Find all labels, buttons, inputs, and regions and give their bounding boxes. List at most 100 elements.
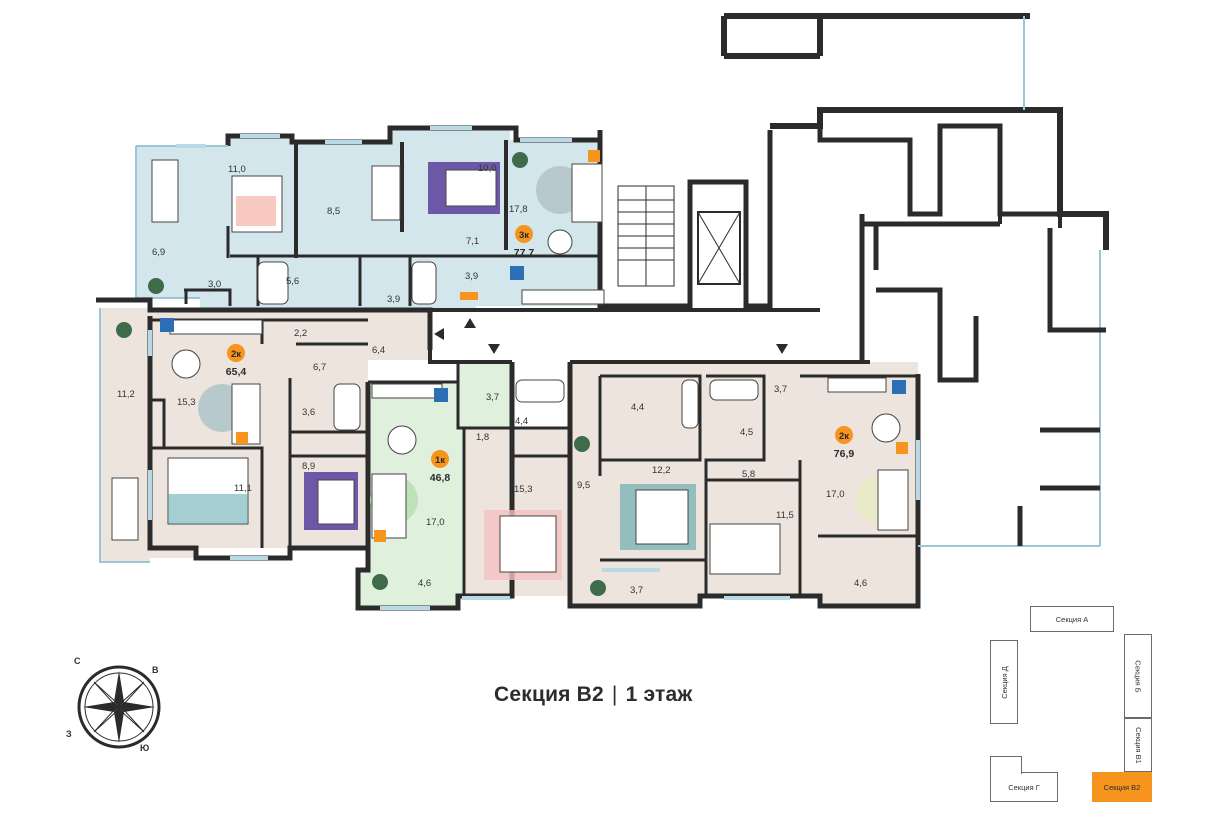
key-section-g-upper	[990, 756, 1022, 774]
room-area: 12,2	[652, 465, 671, 476]
bathtub-icon	[411, 261, 437, 305]
room-area: 3,7	[630, 585, 643, 596]
svg-text:2к: 2к	[839, 431, 849, 442]
room-area: 17,8	[509, 204, 528, 215]
room-area: 3,0	[208, 279, 221, 290]
bathtub-icon	[257, 261, 289, 305]
arrow-left-icon	[434, 328, 444, 340]
room-area: 4,4	[515, 416, 528, 427]
kitchen-icon	[371, 383, 443, 399]
room-area: 3,9	[387, 294, 400, 305]
plant-icon	[574, 436, 590, 452]
svg-text:76,9: 76,9	[834, 448, 855, 460]
room-area: 17,0	[826, 489, 845, 500]
section-name: Секция В2	[494, 683, 604, 706]
compass-west: З	[66, 729, 72, 739]
room-area: 3,7	[486, 392, 499, 403]
room-area: 11,1	[234, 483, 252, 494]
room-area: 8,9	[302, 461, 315, 472]
kitchen-icon	[827, 377, 887, 393]
floor-title: Секция В2 | 1 этаж	[494, 683, 692, 707]
apt-badge-1k[interactable]: 1к 46,8	[430, 450, 451, 484]
plant-icon	[590, 580, 606, 596]
lounger-icon	[151, 159, 179, 223]
furniture	[111, 150, 909, 596]
bathtub-icon	[333, 383, 361, 431]
sofa-icon	[877, 469, 909, 531]
key-section-b[interactable]: Секция Б	[1124, 634, 1152, 718]
room-area: 11,0	[228, 164, 246, 175]
bathtub-icon	[681, 379, 699, 429]
room-area: 4,4	[631, 402, 644, 413]
key-section-b1[interactable]: Секция В1	[1124, 718, 1152, 772]
room-area: 4,6	[854, 578, 867, 589]
key-section-d[interactable]: Секция Д	[990, 640, 1018, 724]
arrow-up-icon	[464, 318, 476, 328]
room-area: 4,5	[740, 427, 753, 438]
room-area: 11,5	[776, 510, 794, 521]
floor-name: 1 этаж	[625, 683, 693, 706]
bathtub-icon	[709, 379, 759, 401]
compass-south: Ю	[140, 743, 149, 753]
room-area: 3,9	[465, 271, 478, 282]
key-section-a[interactable]: Секция А	[1030, 606, 1114, 632]
plant-icon	[512, 152, 528, 168]
apt-badge-3k[interactable]: 3к 77,7	[514, 225, 535, 259]
entrance-markers	[434, 318, 788, 354]
staircase	[617, 185, 741, 287]
bed-icon	[709, 523, 781, 575]
plant-icon	[148, 278, 164, 294]
room-area: 6,7	[313, 362, 326, 373]
compass-rose-icon: С В Ю З	[66, 656, 161, 753]
room-area: 1,8	[476, 432, 489, 443]
room-area: 5,8	[742, 469, 755, 480]
svg-text:2к: 2к	[231, 349, 241, 360]
sofa-icon	[371, 473, 407, 539]
table-icon	[547, 229, 573, 255]
svg-text:3к: 3к	[519, 230, 529, 241]
key-section-g[interactable]: Секция Г	[990, 772, 1058, 802]
bathtub-icon	[515, 379, 565, 403]
bed-icon	[371, 165, 401, 221]
apt-3k-fill[interactable]	[136, 130, 600, 308]
room-area: 17,0	[426, 517, 445, 528]
plant-icon	[372, 574, 388, 590]
sofa-icon	[571, 163, 603, 223]
table-icon	[171, 349, 201, 379]
room-area: 15,3	[514, 484, 533, 495]
room-area: 11,2	[117, 389, 135, 400]
svg-text:46,8: 46,8	[430, 472, 451, 484]
arrow-down-icon	[488, 344, 500, 354]
room-area: 4,6	[418, 578, 431, 589]
kitchen-icon	[169, 319, 263, 335]
title-separator: |	[611, 683, 618, 706]
apt-badge-2k-right[interactable]: 2к 76,9	[834, 426, 855, 460]
bed-icon	[231, 175, 283, 233]
room-area: 10,0	[478, 163, 497, 174]
compass-north: С	[74, 656, 81, 666]
room-area: 8,5	[327, 206, 340, 217]
room-labels: 6,9 11,0 8,5 10,0 17,8 7,1 3,0 5,6 3,9 3…	[117, 163, 867, 596]
key-section-b2[interactable]: Секция В2	[1092, 772, 1152, 802]
room-area: 7,1	[466, 236, 479, 247]
room-area: 5,6	[286, 276, 299, 287]
svg-text:1к: 1к	[435, 455, 445, 466]
plant-icon	[116, 322, 132, 338]
room-area: 6,9	[152, 247, 165, 258]
svg-text:77,7: 77,7	[514, 247, 535, 259]
windows	[148, 126, 920, 610]
apt-badge-2k-left[interactable]: 2к 65,4	[226, 344, 247, 378]
room-area: 9,5	[577, 480, 590, 491]
lounger-icon	[111, 477, 139, 541]
room-area: 3,7	[774, 384, 787, 395]
arrow-down-icon	[776, 344, 788, 354]
table-icon	[387, 425, 417, 455]
table-icon	[871, 413, 901, 443]
compass-east: В	[152, 665, 159, 675]
room-area: 2,2	[294, 328, 307, 339]
room-area: 3,6	[302, 407, 315, 418]
room-area: 6,4	[372, 345, 385, 356]
svg-text:65,4: 65,4	[226, 366, 247, 378]
room-area: 15,3	[177, 397, 196, 408]
